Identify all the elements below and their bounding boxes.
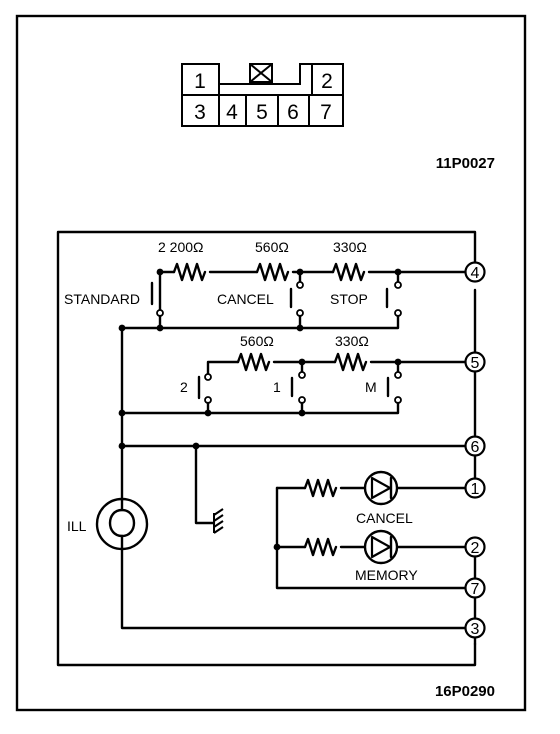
connector-pin-6: 6	[287, 101, 299, 124]
resistor-330-memory	[333, 352, 368, 372]
schematic-frame	[56, 230, 477, 667]
illumination-lamp-icon	[95, 497, 468, 630]
label-switch-stop: STOP	[330, 291, 368, 307]
label-switch-m: M	[365, 379, 377, 395]
label-switch-cancel: CANCEL	[217, 291, 274, 307]
terminal-5: 5	[464, 351, 486, 373]
svg-text:3: 3	[471, 621, 480, 638]
common-bus	[118, 324, 468, 525]
terminal-2: 2	[464, 536, 486, 558]
ladder-row-1	[120, 262, 468, 332]
connector-face: 1 2 3 4 5 6 7	[181, 63, 344, 127]
terminal-3: 3	[464, 617, 486, 639]
memory-diode-icon	[363, 529, 399, 565]
label-indicator-cancel: CANCEL	[356, 510, 413, 526]
diagram-code: 16P0290	[435, 683, 495, 700]
label-r-330-memory: 330Ω	[335, 333, 369, 349]
connector-pin-3: 3	[194, 101, 206, 124]
svg-text:4: 4	[471, 265, 480, 282]
terminal-1: 1	[464, 477, 486, 499]
connector-lock-mark	[249, 63, 273, 83]
resistor-cancel-led	[303, 478, 338, 498]
indicator-section	[273, 478, 468, 590]
svg-text:1: 1	[471, 481, 480, 498]
terminal-4: 4	[464, 261, 486, 283]
terminal-7: 7	[464, 577, 486, 599]
connector-pin-1: 1	[194, 70, 206, 93]
resistor-2200	[172, 262, 207, 282]
terminal-6: 6	[464, 435, 486, 457]
svg-text:5: 5	[471, 355, 480, 372]
label-r-560-cancel: 560Ω	[255, 239, 289, 255]
label-r-560-memory: 560Ω	[240, 333, 274, 349]
resistor-560-memory	[236, 352, 271, 372]
ground-icon	[213, 508, 224, 534]
svg-text:7: 7	[471, 581, 480, 598]
label-ill-lamp: ILL	[67, 518, 87, 534]
resistor-memory-led	[303, 537, 338, 557]
connector-pin-2: 2	[321, 70, 333, 93]
connector-pin-4: 4	[226, 101, 238, 124]
ladder-row-2	[120, 352, 468, 417]
cancel-diode-icon	[363, 470, 399, 506]
label-switch-standard: STANDARD	[64, 291, 140, 307]
svg-text:6: 6	[471, 439, 480, 456]
resistor-330-stop	[331, 262, 366, 282]
label-r-2200: 2 200Ω	[158, 239, 204, 255]
page-frame	[15, 14, 527, 712]
label-switch-1: 1	[273, 379, 281, 395]
connector-pin-7: 7	[320, 101, 332, 124]
label-indicator-memory: MEMORY	[355, 567, 418, 583]
connector-part-code: 11P0027	[436, 155, 495, 172]
svg-text:2: 2	[471, 540, 480, 557]
label-switch-2: 2	[180, 379, 188, 395]
label-r-330-stop: 330Ω	[333, 239, 367, 255]
connector-pin-5: 5	[256, 101, 268, 124]
resistor-560-cancel	[255, 262, 290, 282]
